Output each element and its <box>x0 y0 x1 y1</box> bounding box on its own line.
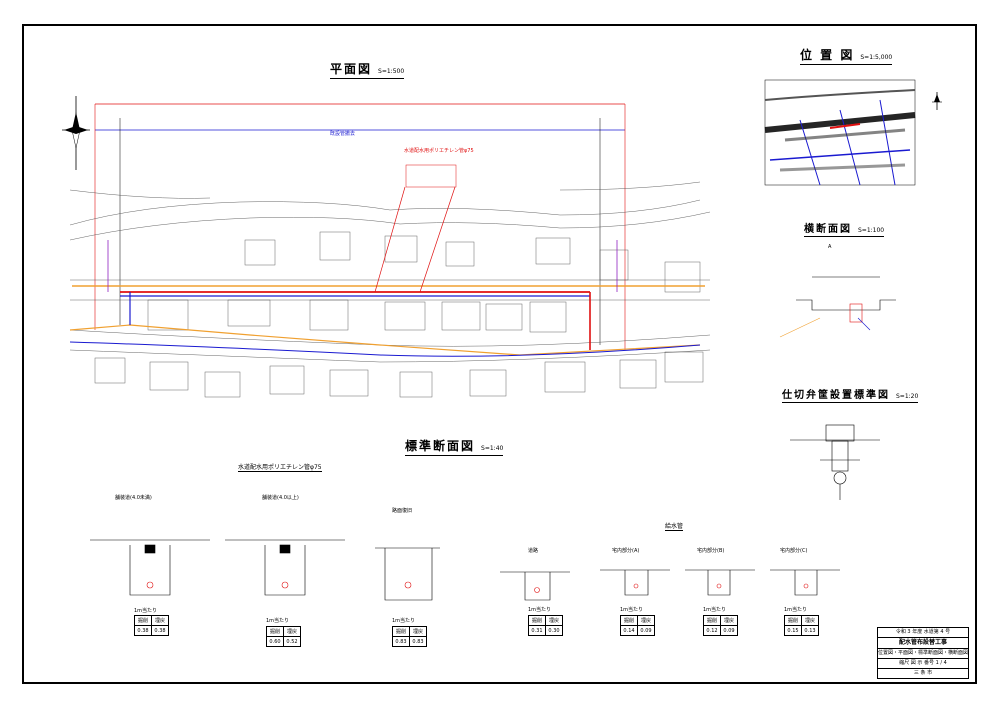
section-label-7: 宅内部分(C) <box>780 548 808 554</box>
valve-box-scale: S=1:20 <box>896 393 919 400</box>
tb-scale-value: 図 示 <box>910 660 923 666</box>
qty-col-backfill: 埋戻 <box>283 626 301 637</box>
per-meter-2: 1m当たり <box>266 618 290 624</box>
section-label-5: 宅内部分(A) <box>612 548 640 554</box>
cross-section-drawing <box>779 276 896 338</box>
plan-title-text: 平面図 <box>330 62 373 76</box>
qty-value: 0.52 <box>283 636 301 647</box>
cross-section-scale: S=1:100 <box>858 227 885 234</box>
qty-value: 0.38 <box>151 625 169 636</box>
qty-value: 0.30 <box>545 625 563 636</box>
valve-box-title-text: 仕切弁筐設置標準図 <box>782 390 890 401</box>
valve-box-drawing <box>790 424 880 500</box>
qty-col-backfill: 埋戻 <box>151 615 169 626</box>
section-label-2: 舗装道(4.0以上) <box>262 495 299 501</box>
per-meter-4: 1m当たり <box>528 607 552 613</box>
qty-value: 0.13 <box>801 625 819 636</box>
qty-value: 0.09 <box>637 625 655 636</box>
qty-value: 0.09 <box>720 625 738 636</box>
qty-value: 0.31 <box>528 625 546 636</box>
plan-pipes <box>69 186 705 357</box>
qty-col-backfill: 埋戻 <box>409 626 427 637</box>
plan-blue-note: 既設管撤去 <box>330 131 356 137</box>
plan-red-note: 水道配水用ポリエチレン管φ75 <box>404 148 474 154</box>
per-meter-1: 1m当たり <box>134 608 158 614</box>
qty-value: 0.12 <box>703 625 721 636</box>
section-label-4: 道路 <box>528 548 539 554</box>
plan-title: 平面図 S=1:500 <box>330 60 405 79</box>
standard-section-drawings <box>90 539 840 601</box>
per-meter-6: 1m当たり <box>703 607 727 613</box>
qty-col-backfill: 埋戻 <box>801 615 819 626</box>
per-meter-5: 1m当たり <box>620 607 644 613</box>
location-title-text: 位 置 図 <box>800 48 855 62</box>
location-north-arrow-icon <box>932 92 942 110</box>
cross-section-title-text: 横断面図 <box>804 224 852 235</box>
tb-sheet-label: 番号 <box>923 660 934 666</box>
plan-dimension-lines <box>94 103 626 350</box>
qty-col-backfill: 埋戻 <box>637 615 655 626</box>
drawing-frame <box>22 24 977 684</box>
qty-col-excavate: 掘削 <box>703 615 721 626</box>
qty-col-excavate: 掘削 <box>784 615 802 626</box>
standard-section-title-text: 標準断面図 <box>405 439 476 453</box>
per-meter-3: 1m当たり <box>392 618 416 624</box>
qty-value: 0.60 <box>266 636 284 647</box>
qty-col-excavate: 掘削 <box>620 615 638 626</box>
plan-scale: S=1:500 <box>378 68 405 75</box>
section-label-3: 路面復旧 <box>392 508 413 514</box>
section-label-1: 舗装道(4.0未満) <box>115 495 152 501</box>
supply-heading: 給水管 <box>665 523 684 531</box>
valve-box-title: 仕切弁筐設置標準図 S=1:20 <box>782 386 919 403</box>
standard-section-title: 標準断面図 S=1:40 <box>405 437 504 456</box>
cross-section-mark: A <box>828 244 832 250</box>
tb-sheet-value: 1 / 4 <box>935 660 947 666</box>
qty-col-backfill: 埋戻 <box>545 615 563 626</box>
qty-value: 0.38 <box>134 625 152 636</box>
tb-project-name: 配水管布設替工事 <box>878 638 968 649</box>
qty-col-excavate: 掘削 <box>528 615 546 626</box>
pipe-label: 水道配水用ポリエチレン管φ75 <box>238 464 322 472</box>
qty-value: 0.83 <box>392 636 410 647</box>
tb-project-no: 令和 3 年度 水道第 4 号 <box>878 628 968 638</box>
tb-drawing-name: 位置図・平面図・標準断面図・横断面図 <box>878 649 968 659</box>
standard-section-scale: S=1:40 <box>481 445 504 452</box>
tb-scale-label: 縮尺 <box>899 660 910 666</box>
qty-value: 0.83 <box>409 636 427 647</box>
location-title: 位 置 図 S=1:5,000 <box>800 46 893 65</box>
section-label-6: 宅内部分(B) <box>697 548 725 554</box>
north-arrow-icon <box>62 96 90 170</box>
qty-value: 0.14 <box>620 625 638 636</box>
qty-col-excavate: 掘削 <box>134 615 152 626</box>
location-scale: S=1:5,000 <box>860 54 893 61</box>
title-block: 令和 3 年度 水道第 4 号 配水管布設替工事 位置図・平面図・標準断面図・横… <box>877 627 969 679</box>
qty-col-excavate: 掘削 <box>392 626 410 637</box>
tb-scale-row: 縮尺 図 示 番号 1 / 4 <box>878 659 968 669</box>
cross-section-title: 横断面図 S=1:100 <box>804 220 885 237</box>
plan-base-map <box>69 181 711 398</box>
tb-owner: 三 条 市 <box>913 670 933 676</box>
location-map <box>764 79 916 186</box>
qty-col-excavate: 掘削 <box>266 626 284 637</box>
qty-col-backfill: 埋戻 <box>720 615 738 626</box>
qty-value: 0.15 <box>784 625 802 636</box>
per-meter-7: 1m当たり <box>784 607 808 613</box>
